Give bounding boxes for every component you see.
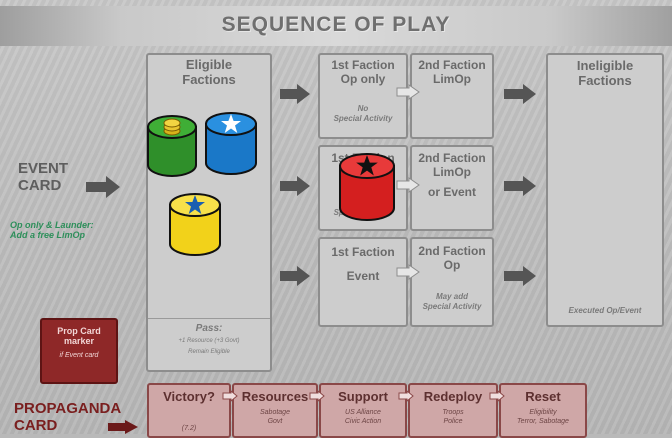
arrow-ineligible-row1-icon: [504, 84, 536, 104]
row3-second-note-line2: Special Activity: [422, 301, 482, 311]
row1-first-line1: 1st Faction: [331, 58, 395, 72]
phase-resources-title: Resources: [241, 389, 309, 404]
title-band: [0, 6, 672, 46]
ineligible-title-line1: Ineligible: [576, 58, 634, 73]
phase-reset-sub1: Eligibility: [529, 409, 557, 416]
board-title: SEQUENCE OF PLAY: [221, 13, 451, 36]
row1-second-title: 2nd Faction LimOp: [410, 58, 494, 87]
prop-marker-line1: Prop Card: [57, 326, 101, 336]
phase-reset[interactable]: Reset Eligibility Terror, Sabotage: [499, 383, 587, 438]
row2-second-line2: LimOp: [433, 164, 471, 179]
row1-link-arrow-icon: [396, 84, 420, 100]
phase-redeploy[interactable]: Redeploy Troops Police: [408, 383, 498, 438]
prop-marker-text: Prop Card marker if Event card: [40, 326, 118, 360]
phase-victory[interactable]: Victory? (7.2): [147, 383, 231, 438]
event-card-line2: CARD: [18, 177, 62, 195]
phase-link-4-icon: [489, 390, 505, 402]
phase-link-3-icon: [398, 390, 414, 402]
row1-first-title: 1st Faction Op only: [318, 58, 408, 87]
pass-line2: Remain Eligible: [188, 349, 230, 355]
green-cylinder-piece[interactable]: [146, 113, 198, 179]
red-cylinder-piece[interactable]: [338, 150, 396, 222]
row1-second-line1: 2nd Faction: [418, 58, 486, 72]
phase-reset-title: Reset: [525, 389, 561, 404]
phase-support-title: Support: [338, 389, 388, 404]
prop-marker-line2: marker: [63, 336, 95, 347]
arrow-ineligible-row3-icon: [504, 266, 536, 286]
row2-link-arrow-icon: [396, 177, 420, 193]
phase-support[interactable]: Support US Alliance Civic Action: [319, 383, 407, 438]
row1-first-note-line2: Special Activity: [333, 113, 393, 123]
event-arrow-icon: [86, 176, 120, 198]
event-card-line1: EVENT: [18, 160, 69, 177]
phase-support-sub1: US Alliance: [345, 409, 381, 416]
event-note-line1: Op only & Launder:: [10, 220, 94, 230]
phase-victory-sub1: (7.2): [181, 425, 197, 432]
phase-redeploy-sub2: Police: [443, 418, 463, 425]
ineligible-title: Ineligible Factions: [546, 58, 664, 89]
row3-first-title: 1st Faction Event: [318, 245, 408, 284]
row1-second-faction-box[interactable]: [410, 53, 494, 139]
row3-first-line1: 1st Faction: [331, 245, 395, 259]
phase-link-1-icon: [222, 390, 238, 402]
blue-cylinder-piece[interactable]: [204, 109, 258, 177]
pass-line1: +1 Resource (+3 Govt): [178, 338, 240, 344]
arrow-ineligible-row2-icon: [504, 176, 536, 196]
row2-second-line1: 2nd Faction: [418, 151, 486, 165]
row3-first-faction-box[interactable]: [318, 237, 408, 327]
row3-first-line2: Event: [346, 268, 380, 283]
arrow-row2-icon: [280, 176, 310, 196]
eligible-title: Eligible Factions: [146, 57, 272, 88]
arrow-row3-icon: [280, 266, 310, 286]
row3-link-arrow-icon: [396, 264, 420, 280]
propaganda-arrow-icon: [108, 420, 138, 434]
propaganda-line1: PROPAGANDA: [14, 400, 122, 417]
arrow-row1-icon: [280, 84, 310, 104]
phase-resources[interactable]: Resources Sabotage Govt: [232, 383, 318, 438]
row3-second-line2: Op: [443, 257, 461, 272]
phase-victory-title: Victory?: [163, 389, 215, 404]
prop-marker-line3: if Event card: [59, 351, 99, 359]
eligible-title-line1: Eligible: [185, 57, 233, 72]
prop-card-marker[interactable]: [40, 318, 118, 384]
phase-redeploy-title: Redeploy: [423, 389, 483, 404]
row3-second-note: May add Special Activity: [410, 292, 494, 311]
yellow-cylinder-piece[interactable]: [168, 190, 222, 258]
ineligible-title-line2: Factions: [578, 72, 632, 88]
phase-link-2-icon: [309, 390, 325, 402]
row2-second-title: 2nd Faction LimOp or Event: [410, 151, 494, 199]
pass-divider: [148, 318, 270, 319]
ineligible-note: Executed Op/Event: [568, 306, 642, 315]
pass-title: Pass:: [195, 323, 223, 334]
row1-second-line2: LimOp: [433, 71, 471, 86]
phase-redeploy-sub1: Troops: [442, 409, 464, 416]
event-card-note: Op only & Launder: Add a free LimOp: [10, 220, 140, 241]
row2-second-line3: or Event: [427, 184, 476, 199]
row1-first-note: No Special Activity: [318, 104, 408, 123]
ineligible-factions-box[interactable]: [546, 53, 664, 327]
event-card-label: EVENT CARD: [18, 160, 68, 195]
row1-first-line2: Op only: [340, 71, 386, 86]
phase-reset-sub2: Terror, Sabotage: [517, 418, 569, 425]
row3-second-title: 2nd Faction Op: [410, 244, 494, 273]
phase-resources-sub1: Sabotage: [260, 409, 290, 416]
row3-second-faction-box[interactable]: [410, 237, 494, 327]
eligible-title-line2: Factions: [182, 71, 236, 87]
row1-first-faction-box[interactable]: [318, 53, 408, 139]
propaganda-line2: CARD: [14, 417, 58, 435]
row3-second-line1: 2nd Faction: [418, 244, 486, 258]
row3-second-note-line1: May add: [435, 292, 468, 301]
event-note-line2: Add a free LimOp: [10, 230, 86, 241]
row1-first-note-line1: No: [357, 104, 369, 113]
phase-resources-sub2: Govt: [267, 418, 283, 425]
phase-support-sub2: Civic Action: [344, 418, 382, 425]
propaganda-card-label: PROPAGANDA CARD: [14, 400, 121, 435]
